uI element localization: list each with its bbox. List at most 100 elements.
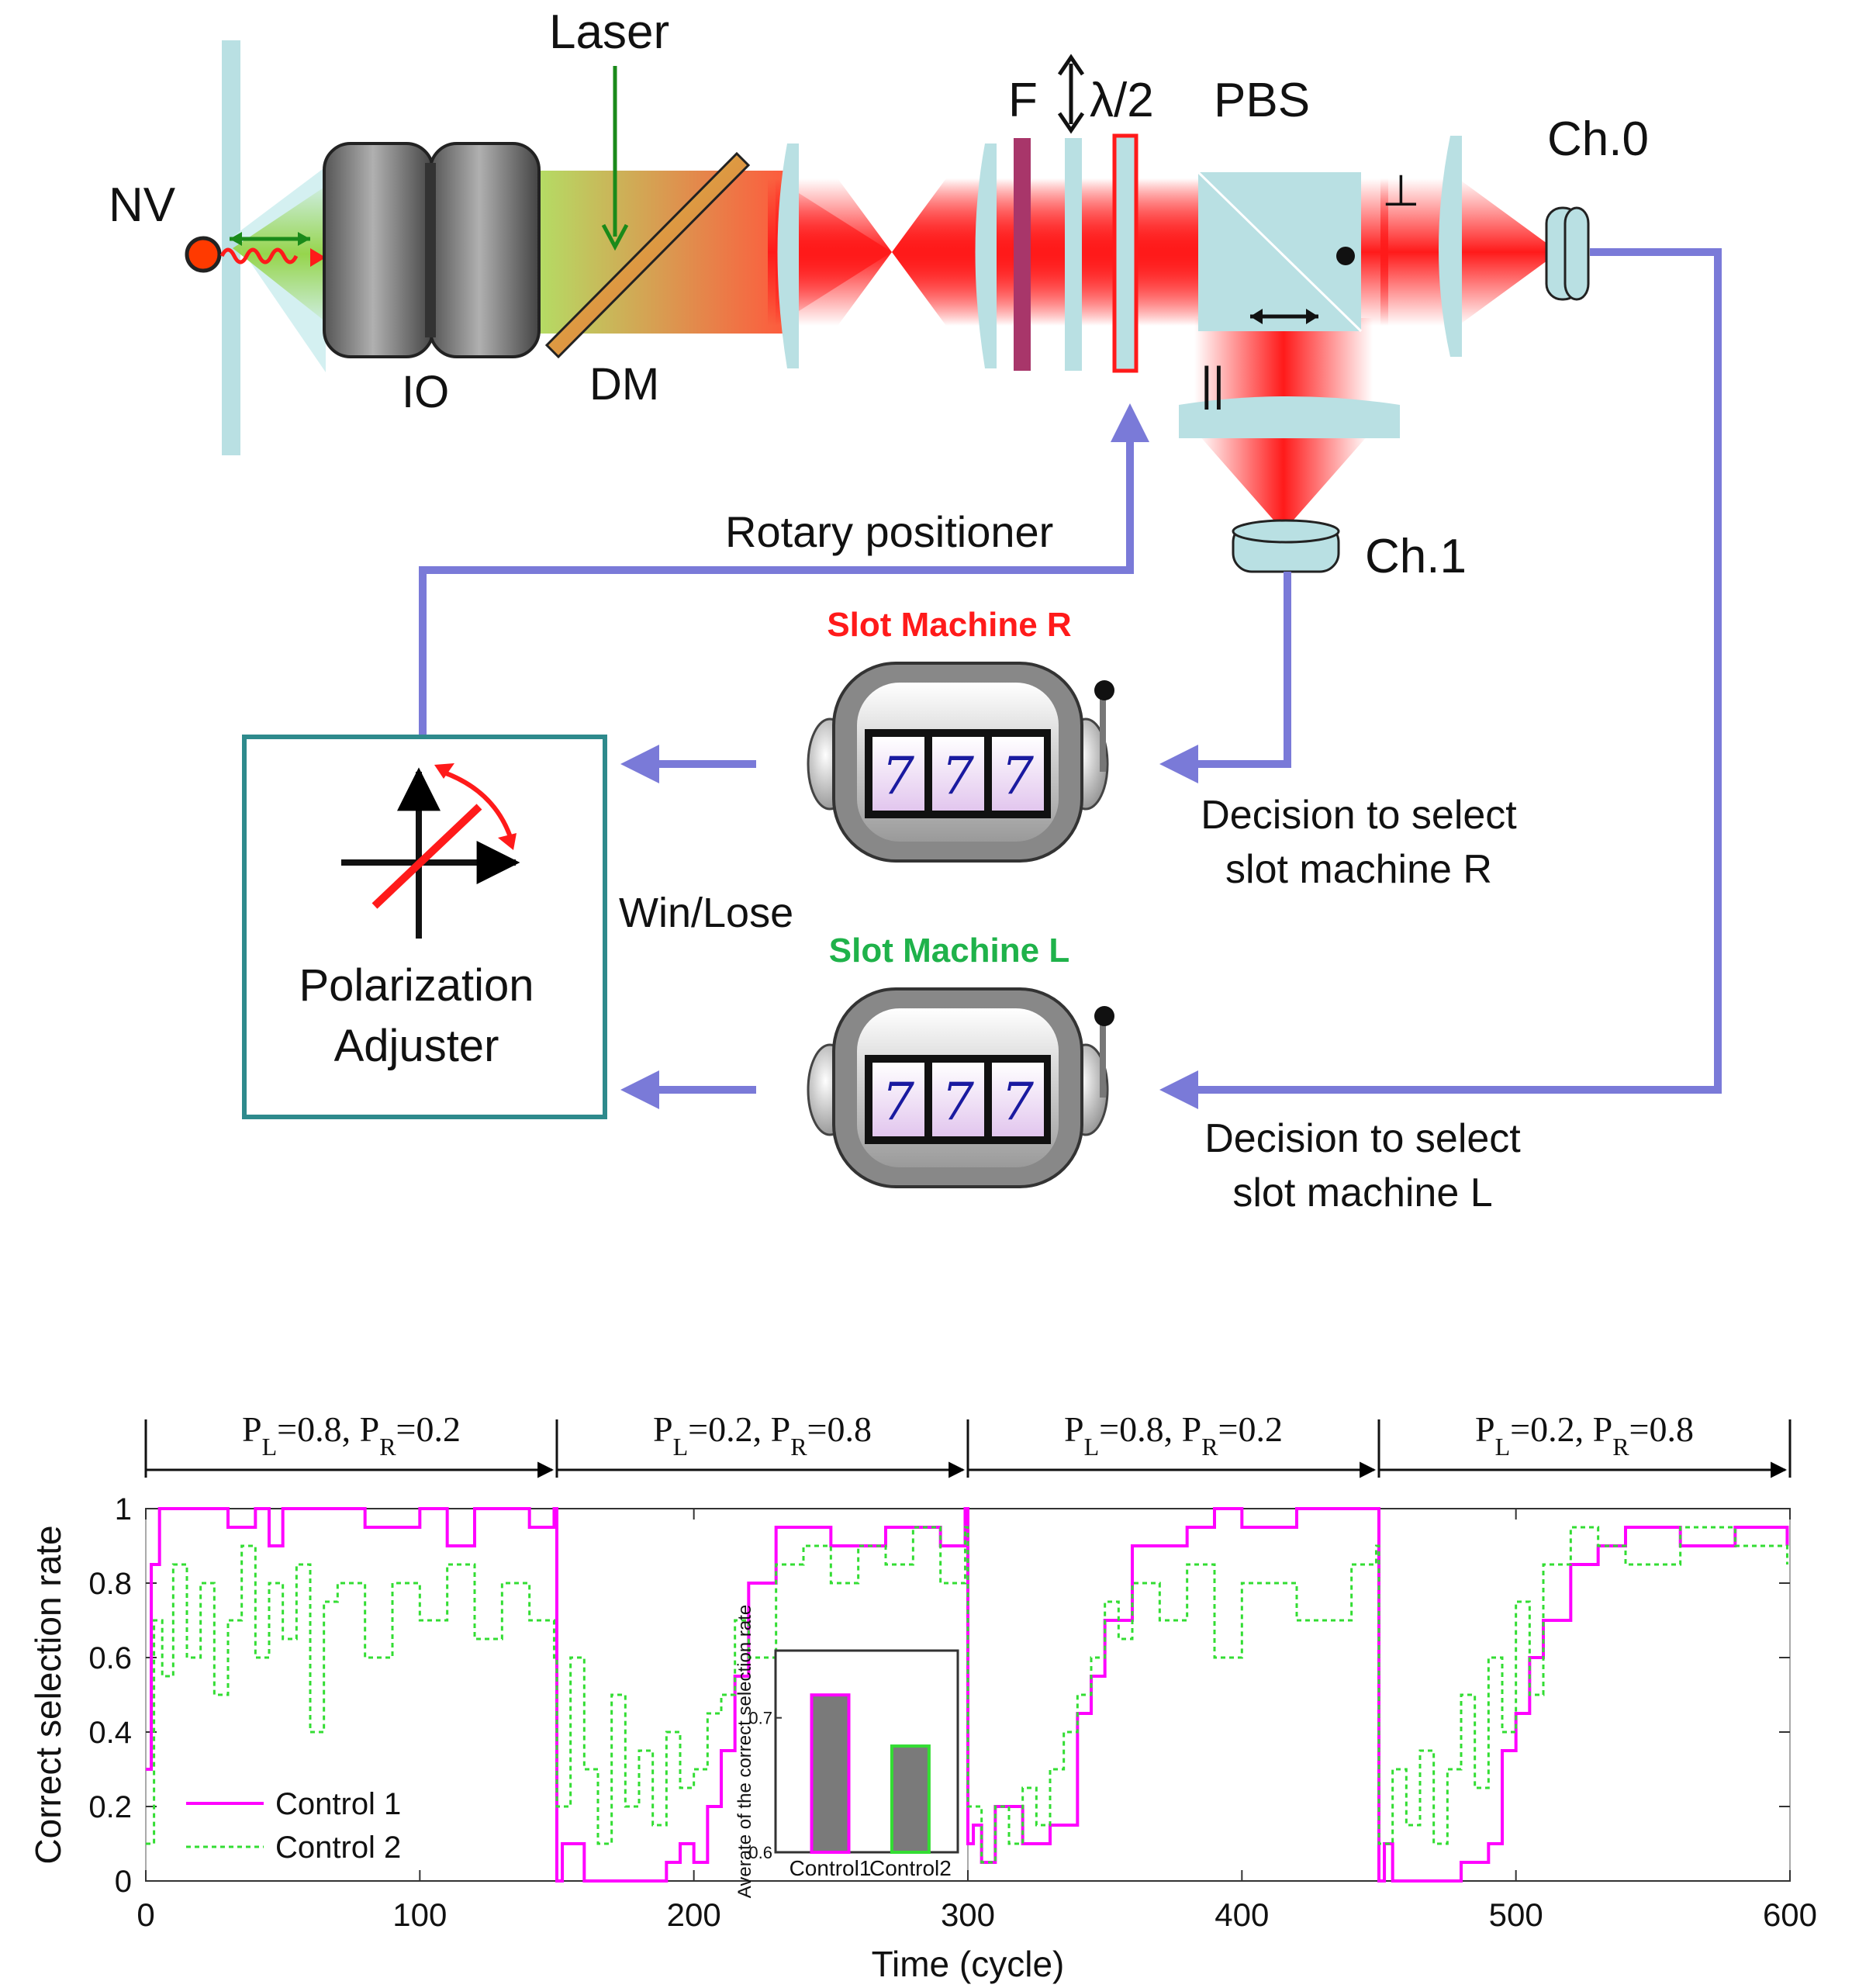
label-decision-r-line1: Decision to select (1201, 793, 1517, 838)
adjuster-polarizer-angle (371, 804, 482, 909)
filter (1014, 138, 1031, 371)
beam-focus-1 (776, 178, 892, 326)
optical-setup (185, 40, 1590, 573)
y-tick-label: 0.8 (88, 1567, 132, 1601)
phase-label: PL=0.8, PR=0.2 (1064, 1409, 1283, 1461)
slot-lever-knob (1094, 680, 1114, 700)
y-tick-label: 1 (115, 1492, 132, 1526)
label-nv: NV (109, 178, 176, 232)
legend-label: Control 1 (275, 1787, 401, 1821)
x-tick-label: 500 (1489, 1896, 1543, 1933)
label-win-lose: Win/Lose (619, 890, 793, 936)
label-pbs: PBS (1214, 74, 1310, 127)
detector-ch1 (1232, 519, 1340, 573)
wire-ch1-to-slot-r (1159, 572, 1291, 783)
wave-plate-plain (1065, 138, 1082, 371)
laser-arrowhead (601, 223, 629, 251)
signal-wires (419, 248, 1722, 1109)
green-arrowhead-right (298, 232, 310, 246)
beam-focus-cut (838, 178, 946, 252)
x-tick-label: 600 (1763, 1896, 1817, 1933)
x-tick-label: 100 (392, 1896, 447, 1933)
pbs-arrowhead-left (1250, 309, 1263, 324)
beam-focus-ch0 (1458, 178, 1559, 326)
wire-adjuster-to-waveplate (419, 403, 1149, 737)
label-dm: DM (589, 359, 659, 410)
label-ch0: Ch.0 (1547, 112, 1649, 166)
pbs-diagonal (1197, 171, 1363, 333)
lens-4 (1179, 396, 1400, 438)
y-tick-label: 0.2 (88, 1790, 132, 1824)
wire-ch0-to-slot-l (1159, 248, 1722, 1109)
x-axis-label: Time (cycle) (872, 1944, 1065, 1984)
lens-3 (1439, 136, 1462, 357)
lens-1 (777, 143, 799, 368)
waveplate-motion-head-bottom (1057, 112, 1085, 134)
label-decision-r-line2: slot machine R (1225, 847, 1492, 892)
slot-reel (992, 737, 1044, 811)
label-half-wave: λ/2 (1090, 74, 1154, 127)
adjuster-rotation-head-a (434, 763, 454, 779)
emission-arrowhead (310, 248, 326, 267)
detector-ch0 (1545, 206, 1590, 301)
label-laser: Laser (549, 5, 669, 59)
inset-category-label: Control2 (869, 1856, 952, 1880)
slot-reel (992, 1063, 1044, 1136)
phase-label: PL=0.8, PR=0.2 (242, 1409, 461, 1461)
y-tick-label: 0 (115, 1865, 132, 1899)
inset-y-label: Averate of the correct selection rate (734, 1605, 755, 1898)
lens-2 (975, 143, 997, 368)
slot-reel-symbol: 7 (942, 1072, 974, 1132)
slot-reel (872, 737, 924, 811)
series-line-1 (146, 1507, 1789, 1883)
label-perp: ⊥ (1382, 166, 1420, 215)
slot-reel (932, 737, 984, 811)
pbs-dot (1336, 247, 1355, 265)
slot-reel-symbol: 7 (1001, 746, 1034, 806)
series-line-2 (146, 1526, 1788, 1864)
inset-bar (810, 1693, 851, 1854)
x-tick-label: 200 (667, 1896, 721, 1933)
slot-reel-symbol: 7 (882, 1072, 914, 1132)
slot-reel-symbol: 7 (942, 746, 974, 806)
green-beam (233, 186, 326, 322)
label-adjuster-line1: Polarization (299, 960, 534, 1011)
nv-center (185, 236, 222, 273)
dichroic-mirror (544, 151, 751, 359)
inset-category-label: Control1 (790, 1856, 872, 1880)
beam-focus-cut-b (838, 252, 946, 326)
y-axis-label: Correct selection rate (28, 1525, 68, 1864)
label-ch1: Ch.1 (1365, 530, 1467, 583)
inset-y-tick-label: 0.7 (748, 1709, 772, 1728)
inset-y-tick-label: 0.6 (748, 1843, 772, 1862)
polarization-adjuster (242, 735, 607, 1119)
label-decision-l-line1: Decision to select (1204, 1116, 1521, 1161)
x-tick-label: 300 (941, 1896, 995, 1933)
beam-focus-ch1 (1198, 434, 1369, 531)
green-arrowhead-left (230, 232, 242, 246)
label-parallel: || (1201, 358, 1225, 410)
chart: PL=0.8, PR=0.2 PL=0.2, PR=0.8 PL=0.8, PR=0… (28, 1409, 1817, 1984)
y-tick-label: 0.4 (88, 1716, 132, 1750)
inset-bar (890, 1744, 931, 1854)
label-slot-machine-r: Slot Machine R (827, 606, 1071, 644)
phase-label: PL=0.2, PR=0.8 (1475, 1409, 1694, 1461)
legend: Control 1 Control 2 (186, 1787, 401, 1865)
slot-reel (872, 1063, 924, 1136)
x-tick-label: 400 (1215, 1896, 1269, 1933)
half-wave-plate (1112, 133, 1138, 373)
phase-label: PL=0.2, PR=0.8 (653, 1409, 872, 1461)
legend-label: Control 2 (275, 1831, 401, 1865)
y-tick-label: 0.6 (88, 1641, 132, 1675)
label-filter: F (1008, 74, 1038, 127)
slot-lever-knob (1094, 1006, 1114, 1026)
label-slot-machine-l: Slot Machine L (829, 932, 1069, 970)
waveplate-motion-head-top (1057, 54, 1085, 76)
label-io: IO (402, 367, 449, 417)
label-adjuster-line2: Adjuster (334, 1021, 499, 1071)
